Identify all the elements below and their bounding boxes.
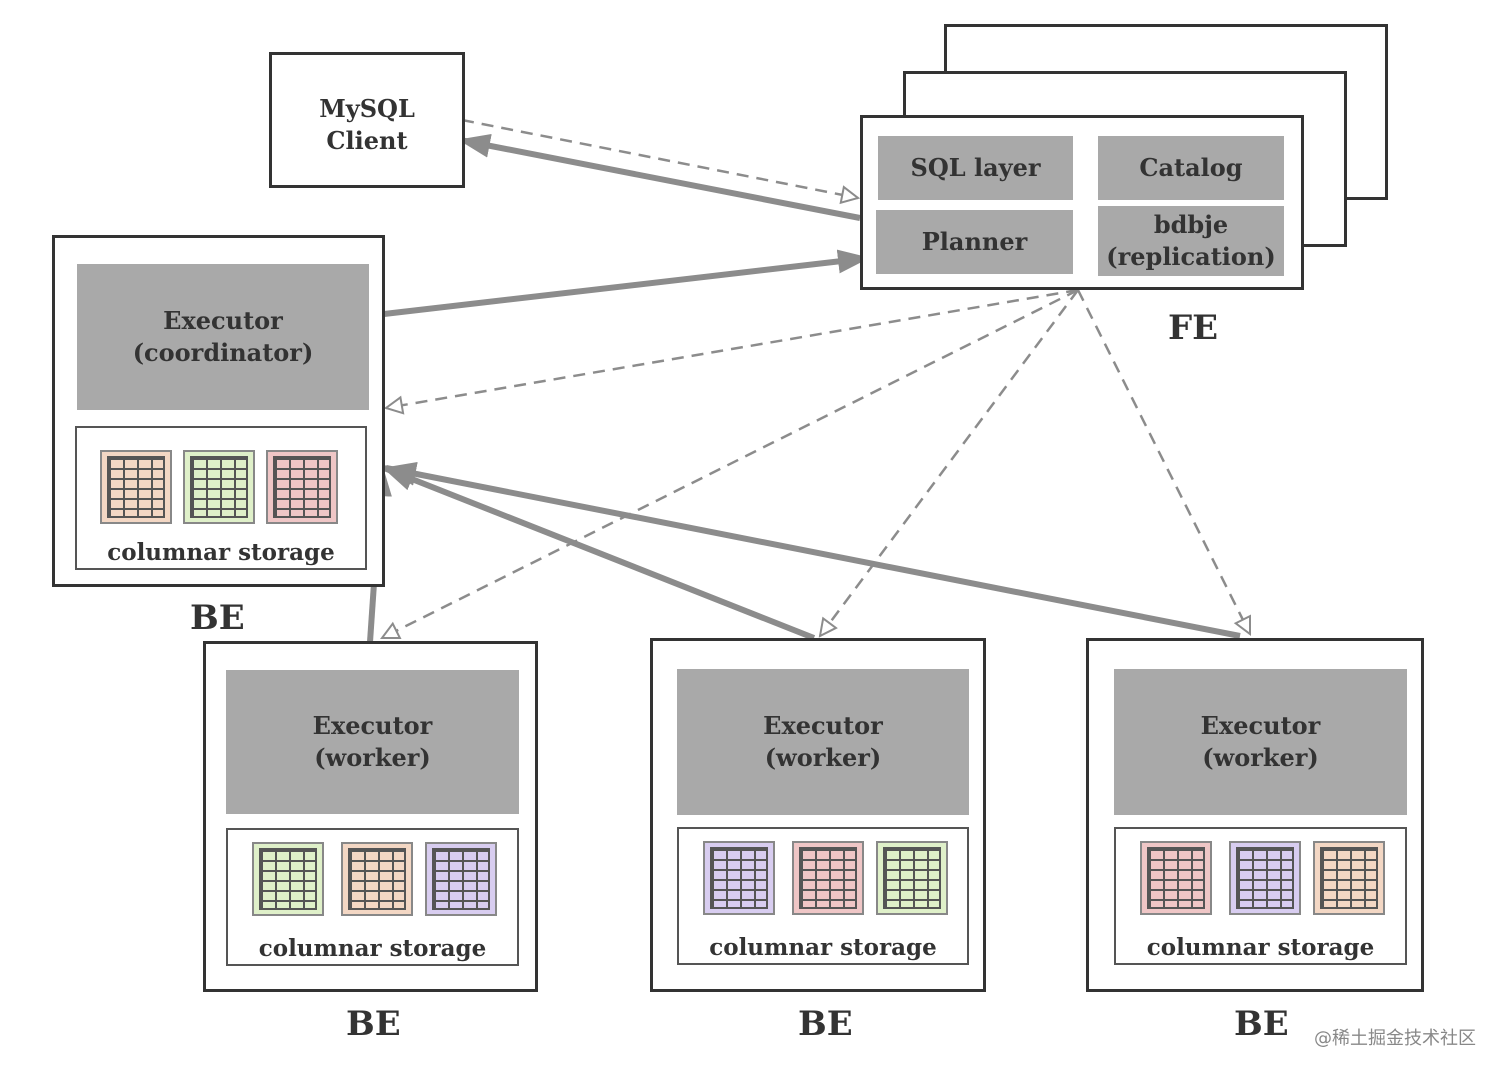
coordinator-executor-block: Executor (coordinator) bbox=[77, 264, 369, 410]
worker-executor-block: Executor (worker) bbox=[677, 669, 969, 815]
client-to-fe-arrow bbox=[461, 118, 858, 198]
fe-to-coordinator-arrow bbox=[386, 288, 1079, 408]
fe-node: SQL layer Catalog Planner bdbje (replica… bbox=[860, 115, 1304, 290]
worker-storage: columnar storage bbox=[677, 827, 969, 965]
catalog-block: Catalog bbox=[1098, 136, 1284, 200]
table-icon bbox=[1229, 841, 1301, 915]
table-icon bbox=[1140, 841, 1212, 915]
table-icon bbox=[1313, 841, 1385, 915]
storage-label: columnar storage bbox=[107, 539, 335, 566]
fe-to-worker2-arrow bbox=[820, 289, 1080, 636]
worker-be-label-2: BE bbox=[798, 1004, 853, 1044]
coordinator-be-label: BE bbox=[190, 598, 245, 638]
table-icon bbox=[425, 842, 497, 916]
worker3-to-coordinator-arrow bbox=[384, 462, 1241, 639]
fe-label: FE bbox=[1168, 308, 1219, 348]
fe-to-worker3-arrow bbox=[1076, 289, 1252, 634]
table-icon bbox=[183, 450, 255, 524]
table-icon bbox=[792, 841, 864, 915]
storage-label: columnar storage bbox=[709, 934, 937, 961]
table-icon bbox=[252, 842, 324, 916]
planner-block: Planner bbox=[876, 210, 1073, 274]
worker-node-3: Executor (worker) columnar storage bbox=[1086, 638, 1424, 992]
table-icon bbox=[703, 841, 775, 915]
table-icon bbox=[100, 450, 172, 524]
table-icon bbox=[876, 841, 948, 915]
worker-executor-block: Executor (worker) bbox=[226, 670, 519, 814]
sql-layer-block: SQL layer bbox=[878, 136, 1073, 200]
watermark: @稀土掘金技术社区 bbox=[1314, 1028, 1476, 1049]
coordinator-storage: columnar storage bbox=[75, 426, 367, 570]
worker-be-label-3: BE bbox=[1234, 1004, 1289, 1044]
worker-executor-block: Executor (worker) bbox=[1114, 669, 1407, 815]
worker-be-label-1: BE bbox=[346, 1004, 401, 1044]
coordinator-to-fe-arrow bbox=[383, 249, 870, 317]
coordinator-node: Executor (coordinator) columnar storage bbox=[52, 235, 385, 587]
bdbje-block: bdbje (replication) bbox=[1098, 206, 1284, 276]
worker2-to-coordinator-arrow bbox=[382, 465, 816, 641]
fe-to-client-arrow bbox=[458, 133, 861, 221]
mysql-client-box: MySQL Client bbox=[269, 52, 465, 188]
worker-storage: columnar storage bbox=[1114, 827, 1407, 965]
table-icon bbox=[266, 450, 338, 524]
fe-to-worker1-arrow bbox=[382, 288, 1079, 640]
table-icon bbox=[341, 842, 413, 916]
mysql-client-label: MySQL Client bbox=[319, 94, 415, 155]
worker-node-2: Executor (worker) columnar storage bbox=[650, 638, 986, 992]
worker-storage: columnar storage bbox=[226, 828, 519, 966]
storage-label: columnar storage bbox=[1146, 934, 1375, 961]
storage-label: columnar storage bbox=[258, 935, 487, 962]
worker-node-1: Executor (worker) columnar storage bbox=[203, 641, 538, 992]
